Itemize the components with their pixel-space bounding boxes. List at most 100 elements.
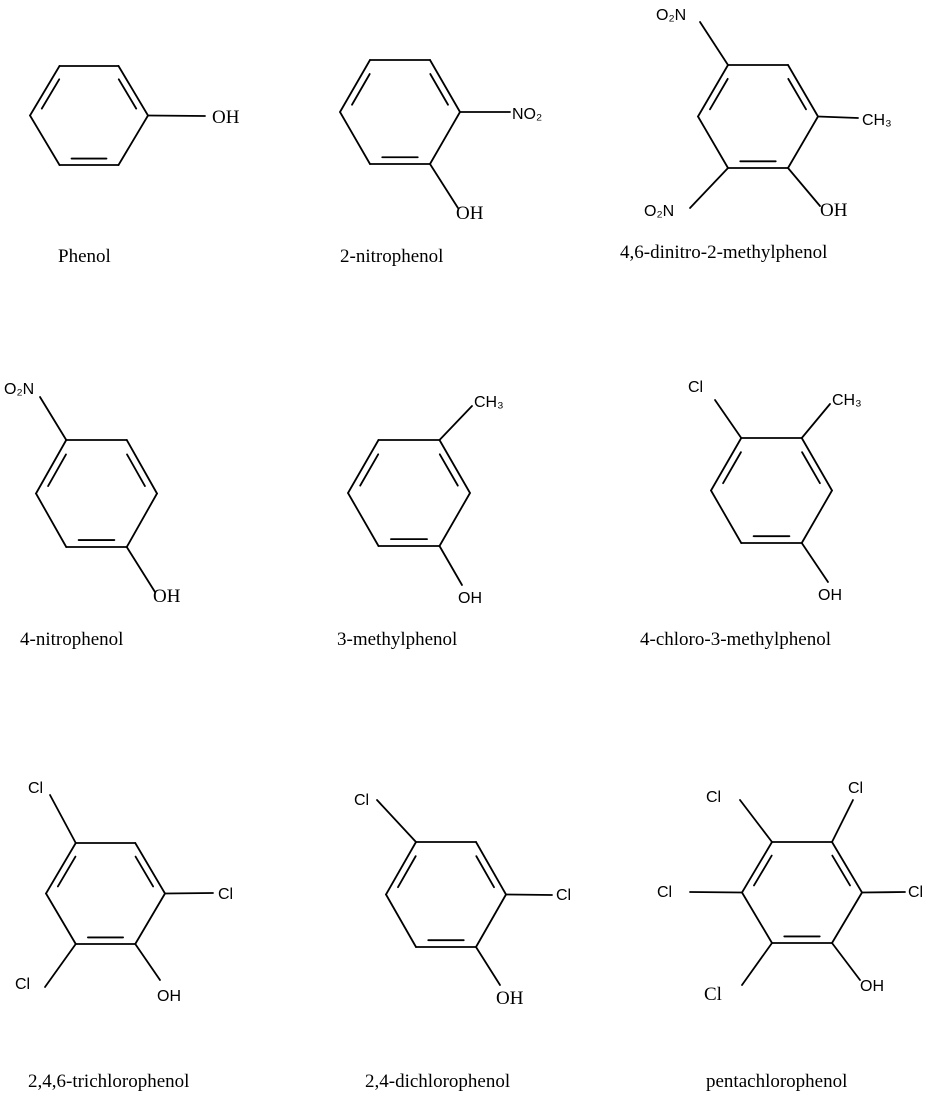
ring-bond [710,437,743,492]
atom-label: O₂N [656,7,686,24]
ring-bond [475,893,507,948]
double-bond-line [787,77,807,111]
substituent-bond [800,542,829,583]
substituent-bond [39,396,68,441]
ring-bond [125,439,158,495]
double-bond-line [126,453,146,487]
ring-bond [117,114,149,166]
double-bond-line [475,855,495,889]
ring-bond [29,65,61,117]
ring-bond [339,111,371,165]
atom-label: OH [818,587,842,604]
double-bond-line [722,451,742,485]
substituent-bond [134,943,161,981]
substituent-bond [714,399,743,439]
ring-bond [800,437,833,492]
ring-bond [125,492,158,548]
compound-name: 4,6-dinitro-2-methylphenol [620,242,827,263]
atom-label: OH [157,988,181,1005]
ring-bond [787,64,819,118]
atom-label: O₂N [4,381,34,398]
atom-label: Cl [354,792,369,809]
ring-bond [385,893,417,948]
double-bond-line [351,73,371,106]
substituent-bond [831,942,861,981]
compound-name: 3-methylphenol [337,629,457,650]
atom-label: CH₃ [832,392,862,409]
atom-label: OH [153,586,181,607]
compound-name: 2-nitrophenol [340,246,443,267]
double-bond-line [831,854,851,887]
substituent-bond [800,403,831,439]
compound-name: 4-chloro-3-methylphenol [640,629,831,650]
substituent-bond [739,799,773,843]
substituent-bond [376,799,417,843]
atom-label: OH [496,988,524,1009]
double-bond-line [709,77,729,111]
compound-name: Phenol [58,246,111,267]
ring-bond [697,115,729,169]
ring-bond [385,841,417,896]
double-bond-line [47,453,67,487]
molecule-4-nitrophenol: O₂N OH 4-nitrophenol [4,381,181,650]
ring-bond [787,115,819,169]
atom-label: OH [212,107,240,128]
atom-label: NO₂ [512,106,542,123]
compound-name: pentachlorophenol [706,1071,847,1092]
ring-bond [438,439,471,494]
atom-label: OH [458,590,482,607]
atom-label: Cl [657,884,672,901]
ring-bond [347,439,380,494]
substituent-bond [164,892,214,895]
double-bond-line [438,453,459,487]
double-bond-line [359,453,380,487]
ring-bond [741,891,773,944]
double-bond-line [753,854,773,887]
atom-label: Cl [706,789,721,806]
substituent-bond [831,799,854,843]
substituent-bond [861,891,906,894]
substituent-bond [49,794,77,844]
substituent-bond [689,167,729,209]
ring-bond [29,114,61,166]
atom-label: O₂N [644,203,674,220]
atom-label: Cl [688,379,703,396]
substituent-bond [741,942,773,986]
ring-bond [831,841,863,894]
ring-bond [45,842,77,895]
substituent-bond [147,114,206,117]
ring-bond [800,489,833,544]
ring-bond [339,59,371,113]
compound-name: 2,4-dichlorophenol [365,1071,510,1092]
substituent-bond [505,893,553,896]
atom-label: Cl [15,976,30,993]
substituent-bond [44,943,77,988]
atom-label: Cl [28,780,43,797]
ring-bond [831,891,863,944]
double-bond-line [56,855,77,888]
double-bond-line [397,855,417,889]
atom-label: Cl [556,887,571,904]
substituent-bond [438,405,473,441]
ring-bond [347,492,380,547]
substituent-bond [689,891,743,894]
atom-label: Cl [848,780,863,797]
atom-label: OH [820,200,848,221]
substituent-bond [429,163,459,209]
ring-bond [45,892,77,945]
molecule-3-methylphenol: CH₃ OH 3-methylphenol [337,394,504,650]
atom-label: CH₃ [474,394,504,411]
substituent-bond [699,21,729,66]
double-bond-line [429,73,449,106]
substituent-bond [787,167,821,207]
compound-name: 4-nitrophenol [20,629,123,650]
substituent-bond [125,546,156,593]
double-bond-line [40,78,61,110]
atom-label: Cl [704,984,722,1005]
